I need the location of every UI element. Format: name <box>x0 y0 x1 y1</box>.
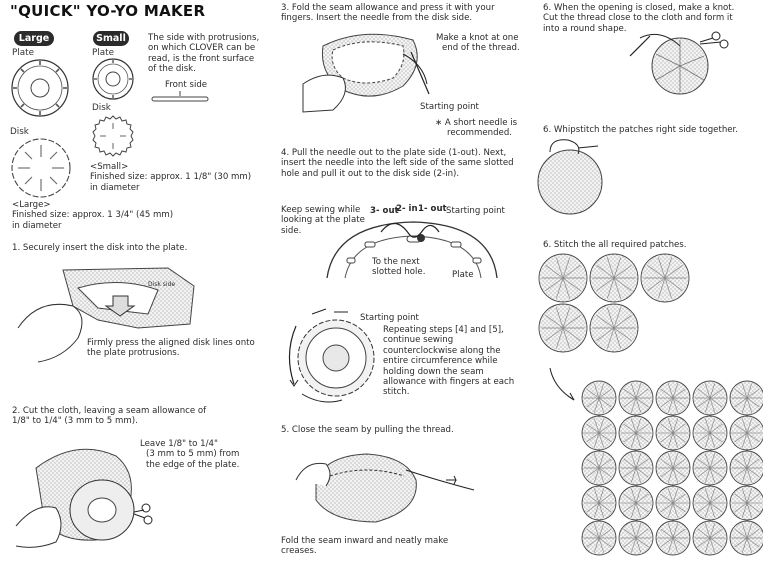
step4-text: 4. Pull the needle out to the plate side… <box>281 148 514 179</box>
plate-small-label: Plate <box>92 48 115 58</box>
step2-note: Leave 1/8" to 1/4" (3 mm to 5 mm) from t… <box>140 439 240 470</box>
patch <box>538 303 588 353</box>
large-plate-illustration <box>11 59 69 117</box>
patch <box>640 253 690 303</box>
step3-start-label: Starting point <box>420 102 479 112</box>
step2-illustration <box>15 448 153 548</box>
patch <box>729 415 763 451</box>
patch <box>655 520 691 556</box>
step5-text: 5. Close the seam by pulling the thread. <box>281 425 454 435</box>
step1-illustration: Disk side <box>17 267 195 363</box>
patch <box>538 253 588 303</box>
step6b-illustration <box>537 139 603 215</box>
small-plate-illustration <box>92 58 134 100</box>
step4-plate-label: Plate <box>452 270 474 280</box>
patch <box>618 520 654 556</box>
small-size-pill: Small <box>93 31 129 46</box>
patch <box>589 253 639 303</box>
patch <box>729 520 763 556</box>
step4b-start-label: Starting point <box>360 313 419 323</box>
front-side-label: Front side <box>165 80 208 90</box>
patch <box>618 450 654 486</box>
patch <box>581 450 617 486</box>
step3-illustration <box>302 33 430 113</box>
patch <box>692 485 728 521</box>
step4-start-label: Starting point <box>446 206 505 216</box>
patch <box>729 450 763 486</box>
patch <box>618 380 654 416</box>
step6b-text: 6. Whipstitch the patches right side tog… <box>543 125 739 135</box>
step6a-illustration <box>629 31 729 95</box>
step1-note: Firmly press the aligned disk lines onto… <box>87 338 255 359</box>
small-size-info: <Small> Finished size: approx. 1 1/8" (3… <box>90 162 252 193</box>
patch <box>655 485 691 521</box>
step4-keep-note: Keep sewing while looking at the plate s… <box>281 205 365 236</box>
disk-large-label: Disk <box>10 127 29 137</box>
step4-1out: 1- out <box>418 204 447 214</box>
page-title: "QUICK" YO-YO MAKER <box>10 2 206 20</box>
disk-small-label: Disk <box>92 103 111 113</box>
patch <box>655 380 691 416</box>
patch <box>729 485 763 521</box>
large-size-info: <Large> Finished size: approx. 1 3/4" (4… <box>12 200 174 231</box>
disk-side-label: Disk side <box>148 281 175 288</box>
patch <box>581 520 617 556</box>
step5-note: Fold the seam inward and neatly make cre… <box>281 536 449 557</box>
patch <box>692 450 728 486</box>
patch <box>655 415 691 451</box>
step4b-illustration <box>288 308 375 403</box>
protrusion-note: The side with protrusions, on which CLOV… <box>148 33 260 75</box>
patch <box>655 450 691 486</box>
step1-text: 1. Securely insert the disk into the pla… <box>12 243 188 253</box>
patch <box>729 380 763 416</box>
step4-illustration <box>326 221 498 279</box>
patch-grid-illustration <box>538 253 763 556</box>
front-side-icon <box>151 91 209 102</box>
step6c-text: 6. Stitch the all required patches. <box>543 240 687 250</box>
patch <box>692 415 728 451</box>
patch <box>618 415 654 451</box>
patch <box>692 380 728 416</box>
step2-text: 2. Cut the cloth, leaving a seam allowan… <box>12 406 207 427</box>
step4b-note: Repeating steps [4] and [5], continue se… <box>383 325 515 398</box>
patch <box>581 485 617 521</box>
step3-text: 3. Fold the seam allowance and press it … <box>281 3 495 24</box>
step4-next-note: To the next slotted hole. <box>372 257 426 278</box>
patch <box>581 415 617 451</box>
small-disk-illustration <box>92 115 134 157</box>
step6a-text: 6. When the opening is closed, make a kn… <box>543 3 735 34</box>
patch <box>618 485 654 521</box>
patch <box>581 380 617 416</box>
step3-knot-note: Make a knot at one end of the thread. <box>436 33 520 54</box>
plate-large-label: Plate <box>12 48 35 58</box>
step4-3out: 3- out <box>370 206 399 216</box>
large-disk-illustration <box>11 138 71 198</box>
patch <box>589 303 639 353</box>
step4-2in: 2- in <box>396 204 418 214</box>
patch <box>692 520 728 556</box>
step3-needle-note: ∗ A short needle is recommended. <box>435 118 518 139</box>
step5-illustration <box>295 453 475 523</box>
large-size-pill: Large <box>14 31 54 46</box>
